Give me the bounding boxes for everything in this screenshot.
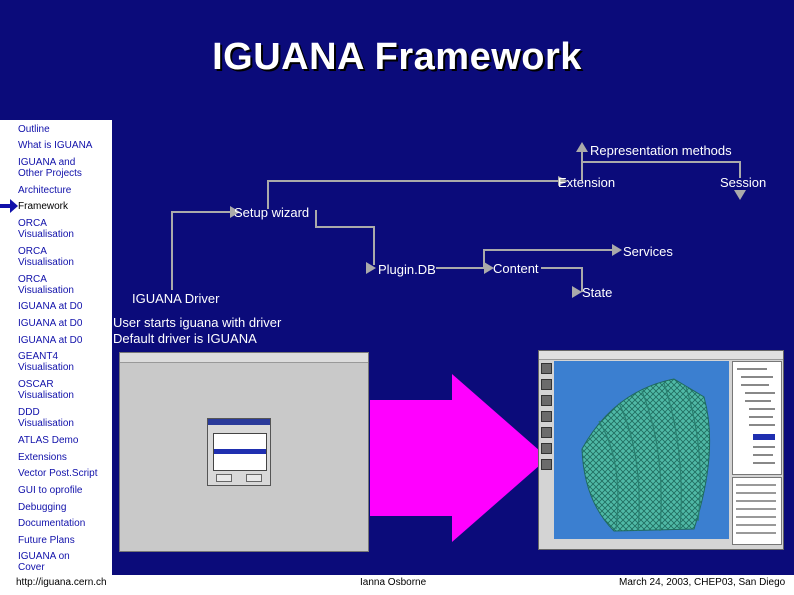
sidebar-item-iguana-at-d0[interactable]: IGUANA at D0: [18, 318, 83, 329]
sidebar-item-iguana-on-cover[interactable]: IGUANA on Cover: [18, 551, 70, 573]
sidebar-item-orca-visualisation[interactable]: ORCA Visualisation: [18, 246, 74, 268]
iguana-driver-label: IGUANA Driver: [132, 291, 220, 306]
sidebar-item-outline[interactable]: Outline: [18, 124, 50, 135]
driver-select-dialog: [207, 418, 271, 486]
sidebar: [0, 120, 112, 595]
sidebar-item-what-is-iguana[interactable]: What is IGUANA: [18, 140, 93, 151]
current-item-arrow-icon: [0, 199, 18, 213]
sidebar-item-framework[interactable]: Framework: [18, 201, 69, 212]
sidebar-item-gui-to-oprofile[interactable]: GUI to oprofile: [18, 485, 83, 496]
sidebar-item-iguana-at-d0[interactable]: IGUANA at D0: [18, 335, 83, 346]
footer-date: March 24, 2003, CHEP03, San Diego: [619, 577, 786, 588]
sidebar-item-orca-visualisation[interactable]: ORCA Visualisation: [18, 218, 74, 240]
tool-icon: [541, 427, 552, 438]
sidebar-item-atlas-demo[interactable]: ATLAS Demo: [18, 435, 79, 446]
connector-setup-extension: [267, 180, 558, 209]
dialog-driver-list: [213, 433, 267, 471]
sidebar-item-extensions[interactable]: Extensions: [18, 452, 67, 463]
tool-icon: [541, 363, 552, 374]
setup-wizard-label: Setup wizard: [234, 205, 310, 220]
sidebar-item-debugging[interactable]: Debugging: [18, 502, 67, 513]
detector-geometry-icon: [581, 378, 711, 532]
tool-icon: [541, 443, 552, 454]
extension-label: Extension: [558, 175, 616, 190]
dialog-titlebar: [208, 419, 270, 425]
connector-plugin-setup: [315, 210, 375, 265]
state-label: State: [582, 285, 613, 300]
connector-session-representation: [582, 161, 741, 178]
plugin-db-label: Plugin.DB: [378, 262, 436, 277]
footer-author: Ianna Osborne: [360, 577, 427, 588]
footer: [0, 575, 794, 595]
arrowhead-content-icon: [484, 262, 494, 274]
representation-methods-label: Representation methods: [590, 143, 732, 158]
arrowhead-plugindb-icon: [366, 262, 376, 274]
sidebar-item-future-plans[interactable]: Future Plans: [18, 535, 75, 546]
services-label: Services: [623, 244, 673, 259]
tool-icon: [541, 395, 552, 406]
dialog-selected-row: [214, 449, 266, 454]
session-label: Session: [720, 175, 767, 190]
tool-icon: [541, 379, 552, 390]
driver-note-default: Default driver is IGUANA: [113, 331, 257, 346]
content-label: Content: [493, 261, 539, 276]
connector-driver-plugindb: [171, 211, 230, 290]
viewer-tree-panel: [732, 361, 782, 475]
iguana-viewer-screenshot: [538, 350, 784, 550]
arrowhead-setup-icon: [230, 206, 240, 218]
driver-note-start: User starts iguana with driver: [113, 315, 282, 330]
footer-url: http://iguana.cern.ch: [16, 577, 107, 588]
slide-title: IGUANA Framework: [212, 36, 582, 78]
desktop-titlebar: [120, 353, 368, 363]
title-band: [0, 0, 794, 120]
dialog-ok-button: [216, 474, 232, 482]
arrowhead-extension-icon: [558, 176, 568, 186]
sidebar-item-orca-visualisation[interactable]: ORCA Visualisation: [18, 274, 74, 296]
tool-icon: [541, 411, 552, 422]
viewer-titlebar: [539, 351, 783, 360]
sidebar-item-iguana-at-d0[interactable]: IGUANA at D0: [18, 301, 83, 312]
sidebar-item-ddd-visualisation[interactable]: DDD Visualisation: [18, 407, 74, 429]
arrowhead-representation-icon: [576, 142, 588, 152]
viewer-properties-panel: [732, 477, 782, 545]
viewer-3d-canvas: [554, 361, 729, 539]
sidebar-item-geant4-visualisation[interactable]: GEANT4 Visualisation: [18, 351, 74, 373]
arrowhead-services-icon: [612, 244, 622, 256]
sidebar-item-iguana-and-other-projects[interactable]: IGUANA and Other Projects: [18, 157, 82, 179]
dialog-cancel-button: [246, 474, 262, 482]
sidebar-item-vector-postscript[interactable]: Vector Post.Script: [18, 468, 98, 479]
sidebar-item-oscar-visualisation[interactable]: OSCAR Visualisation: [18, 379, 74, 401]
sidebar-item-documentation[interactable]: Documentation: [18, 518, 86, 529]
arrowhead-session-icon: [734, 190, 746, 200]
arrowhead-state-icon: [572, 286, 582, 298]
tool-icon: [541, 459, 552, 470]
sidebar-item-architecture[interactable]: Architecture: [18, 185, 72, 196]
viewer-toolbar: [541, 363, 552, 473]
connector-state-content: [541, 267, 583, 292]
